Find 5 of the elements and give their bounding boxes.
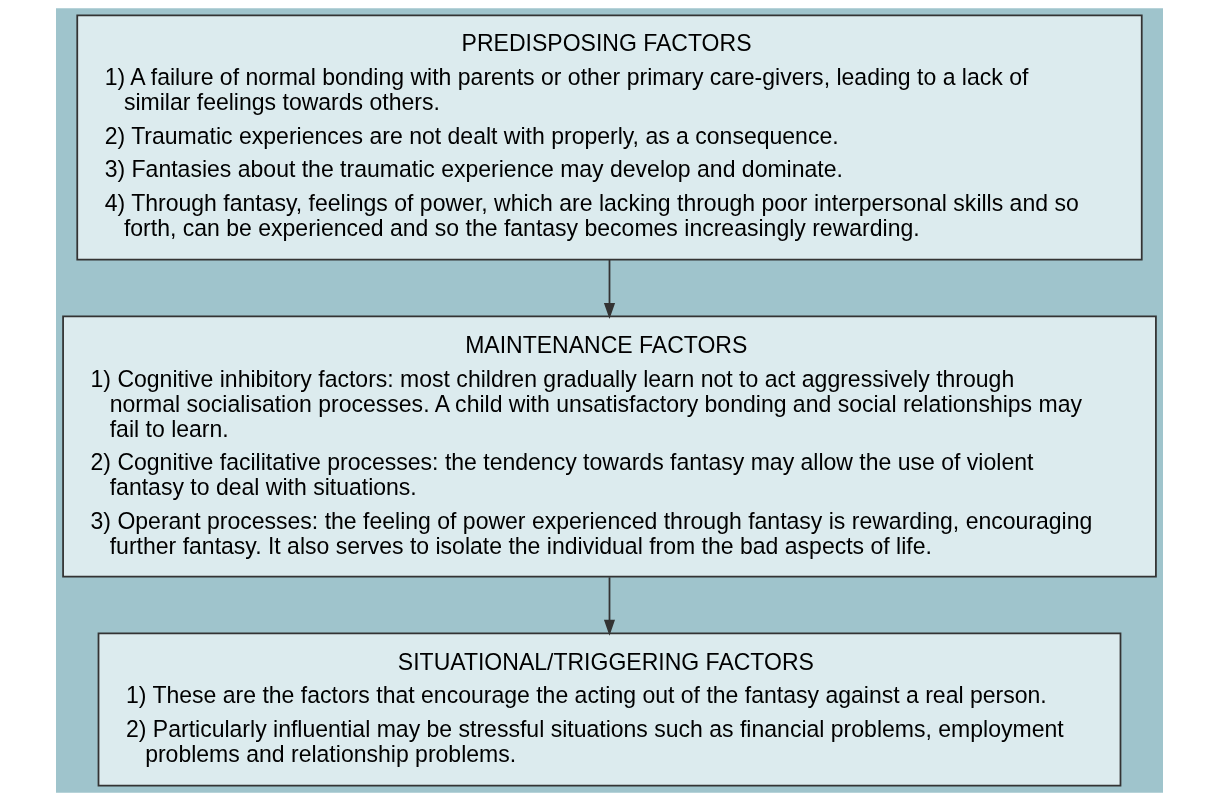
node-box: PREDISPOSING FACTORS 1) A failure of normal bonding with parents or other primary care-givers, leading to a lack of similar feelings towards others. 2) Traumatic experiences are not dealt with properly, as a consequence. 3) Fantasies about the traumatic experience may develop and dominate. 4) Through fantasy, feelings of power, which are lacking through poor interpersonal skills and so forth, can be experienced and so the fantasy becomes increasingly rewarding. (76, 14, 1143, 261)
node-box: MAINTENANCE FACTORS 1) Cognitive inhibitory factors: most children gradually learn not to act aggressively through normal socialisation processes. A child with unsatisfactory bonding and social relationships may fail to learn. 2) Cognitive facilitative processes: the tendency towards fantasy may allow the use of violent fantasy to deal with situations. 3) Operant processes: the feeling of power experienced through fantasy is rewarding, encouraging further fantasy. It also serves to isolate the individual from the bad aspects of life. (62, 315, 1157, 578)
arrow (603, 576, 616, 636)
arrow (603, 259, 616, 320)
node-box: SITUATIONAL/TRIGGERING FACTORS 1) These are the factors that encourage the acting out of the fantasy against a real person. 2) Particularly influential may be stressful situations such as financial problems, employment problems and relationship problems. (97, 632, 1122, 787)
